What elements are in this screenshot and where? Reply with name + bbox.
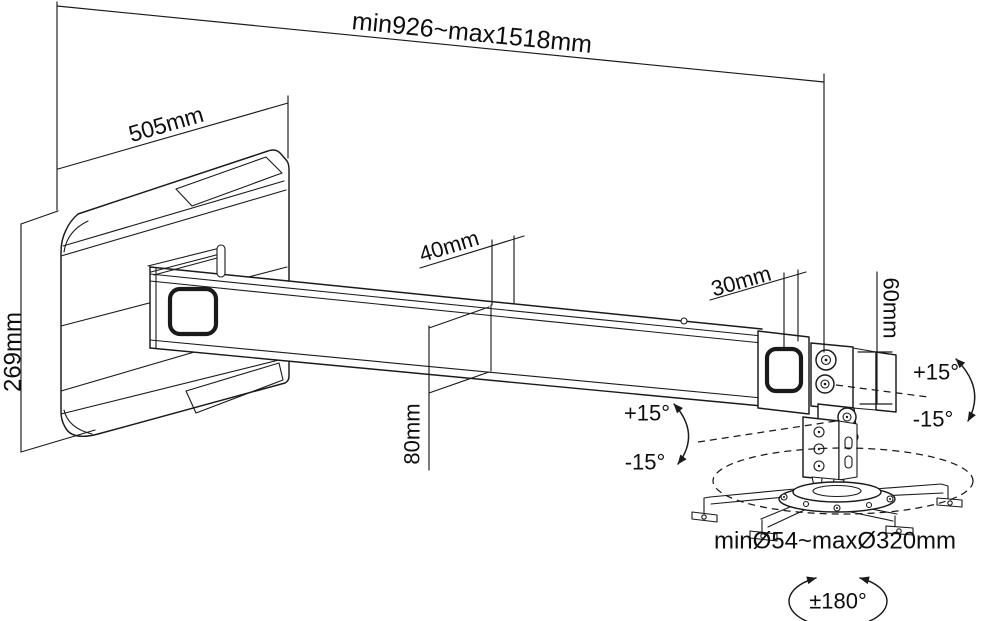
mount-disc bbox=[778, 481, 896, 513]
label-mount-diameter: minØ54~maxØ320mm bbox=[714, 528, 956, 555]
arm-bottom-edge bbox=[149, 347, 763, 407]
plate-top-band-line bbox=[62, 180, 285, 247]
spider-leg-left bbox=[691, 488, 797, 523]
label-tilt-down-right: -15° bbox=[913, 407, 954, 432]
column-side bbox=[838, 420, 858, 481]
label-overall-length: min926~max1518mm bbox=[351, 7, 594, 59]
tilt-annotation-right: +15° -15° bbox=[913, 358, 976, 432]
plate-bottom-recess bbox=[185, 362, 284, 414]
column-slot-upper bbox=[844, 436, 853, 450]
end-cap-hole bbox=[764, 346, 804, 394]
plate-bottom-band-line bbox=[60, 357, 288, 415]
mount-diameter-annotation: minØ54~maxØ320mm bbox=[714, 528, 956, 555]
tilt-axis-right-dashed bbox=[835, 384, 929, 398]
tilt-range-arrow-right-icon bbox=[955, 358, 976, 422]
arm-gusset bbox=[147, 244, 226, 278]
arm-top-front-edge bbox=[149, 273, 763, 337]
arm-top-peg bbox=[680, 317, 688, 325]
label-telescope-overlap: 40mm bbox=[416, 225, 482, 267]
telescopic-arm bbox=[147, 244, 763, 407]
label-end-overlap: 30mm bbox=[708, 261, 774, 302]
rotation-annotation: ±180° bbox=[788, 576, 888, 621]
arm-top-back-edge bbox=[149, 266, 763, 330]
label-plate-height: 269mm bbox=[0, 312, 27, 392]
dimension-plate-height: 269mm bbox=[0, 210, 96, 453]
plate-bottomleft-corner-crease bbox=[63, 409, 93, 435]
pivot-bracket bbox=[810, 342, 897, 413]
disc-upper-plate bbox=[792, 481, 882, 503]
arm-mount-hole bbox=[167, 286, 219, 337]
tilt-annotation-left: +15° -15° bbox=[624, 401, 690, 475]
arm-end-cap bbox=[757, 330, 810, 415]
label-tilt-down-left: -15° bbox=[625, 450, 666, 475]
dimension-telescope-overlap: 40mm bbox=[416, 225, 525, 306]
label-arm-height: 80mm bbox=[400, 403, 425, 464]
rotation-ellipse-dashed bbox=[712, 447, 974, 515]
label-bracket-height: 60mm bbox=[879, 277, 904, 338]
pivot-side-flange bbox=[875, 351, 897, 413]
label-plate-width: 505mm bbox=[126, 101, 207, 147]
gusset-pin bbox=[216, 244, 226, 278]
label-tilt-up-right: +15° bbox=[913, 360, 959, 385]
label-rotation-range: ±180° bbox=[809, 589, 867, 614]
dimension-bracket-height: 60mm bbox=[857, 271, 904, 405]
plate-top-recess bbox=[175, 156, 283, 207]
dimension-arm-height: 80mm bbox=[400, 306, 490, 471]
label-tilt-up-left: +15° bbox=[624, 401, 670, 426]
plate-topleft-corner-crease bbox=[63, 220, 89, 253]
rotation-arrow-icon bbox=[788, 576, 888, 621]
spider-leg-lower-left bbox=[749, 499, 814, 542]
column-slot-lower bbox=[844, 455, 853, 469]
tilt-range-arrow-left-icon bbox=[673, 403, 690, 465]
rotation-guides bbox=[697, 384, 974, 515]
